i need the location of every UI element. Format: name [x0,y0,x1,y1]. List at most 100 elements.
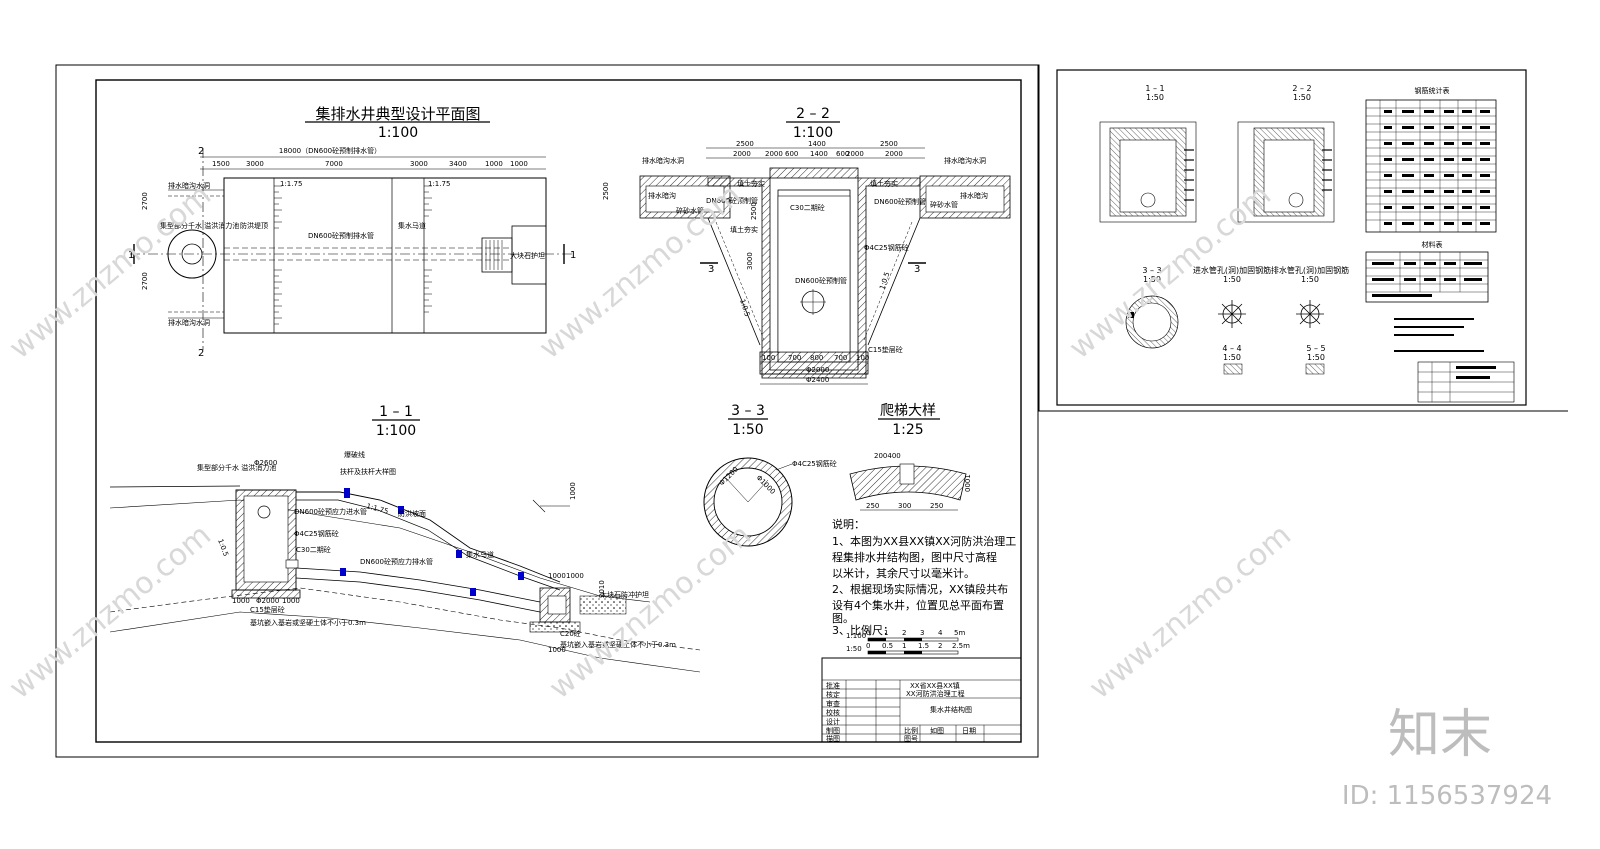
svg-text:1000: 1000 [566,572,584,580]
svg-text:0: 0 [866,629,870,637]
svg-text:Φ2000: Φ2000 [256,597,279,605]
svg-text:排水管孔(洞)加固钢筋: 排水管孔(洞)加固钢筋 [1271,265,1349,275]
svg-text:碎砂水管: 碎砂水管 [930,200,958,209]
svg-text:1:1.75: 1:1.75 [365,502,389,516]
tb-drawing: 集水井结构图 [930,705,972,714]
plan-title: 集排水井典型设计平面图 [315,105,480,123]
svg-text:2500: 2500 [750,202,758,220]
svg-text:C20砼: C20砼 [560,629,581,638]
svg-text:1400: 1400 [808,140,826,148]
tb-no-label: 图号 [904,735,918,743]
svg-text:填土夯实: 填土夯实 [737,179,765,188]
svg-text:250: 250 [866,502,879,510]
svg-text:4: 4 [938,629,943,637]
svg-text:2700: 2700 [141,192,149,210]
sec11-title: 1 – 1 [379,404,413,420]
svg-text:1:0.5: 1:0.5 [216,538,230,558]
svg-text:5 – 5: 5 – 5 [1306,344,1325,353]
main-sheet-inner-frame [95,79,1022,743]
svg-text:Φ2400: Φ2400 [806,376,829,384]
notes-line5: 设有4个集水井，位置见总平面布置 [832,598,1004,612]
svg-text:DN600砼预制管: DN600砼预制管 [706,196,758,205]
plan-dim-6: 1000 [510,160,528,168]
plan-dim-row: 1500 3000 7000 3000 3400 1000 1000 [212,160,528,168]
svg-text:C30二期砼: C30二期砼 [790,203,825,212]
svg-text:1.5: 1.5 [918,642,929,650]
plan-mark-1-right: 1 [570,250,576,261]
svg-text:扶杆及扶杆大样图: 扶杆及扶杆大样图 [340,467,396,476]
plan-dim-4: 3400 [449,160,467,168]
svg-text:排水暗沟: 排水暗沟 [960,191,988,200]
svg-text:0: 0 [866,642,870,650]
svg-text:Φ4C25钢筋砼: Φ4C25钢筋砼 [864,243,909,252]
notes-line3: 以米计，其余尺寸以毫米计。 [832,566,975,580]
tb-row-3: 校核 [826,708,840,717]
plan-side-label: 集型部分千水 溢洪消力池 [160,221,239,230]
svg-text:1:50: 1:50 [1223,275,1241,284]
plan-dim-3: 3000 [410,160,428,168]
notes-line1: 1、本图为XX县XX镇XX河防洪治理工 [832,534,1016,548]
svg-text:材料表: 材料表 [1422,240,1443,249]
svg-text:600: 600 [785,150,798,158]
notes-line4: 2、根据现场实际情况，XX镇段共布 [832,582,1008,596]
tb-row-4: 设计 [826,717,840,726]
plan-drain-bottom-label: 排水暗沟水洞 [168,318,210,327]
tb-scale-val: 如图 [930,726,944,735]
tb-date-label: 日期 [962,727,976,735]
svg-text:100: 100 [856,354,869,362]
svg-text:1000: 1000 [569,482,577,500]
notes-block: 说明： 1、本图为XX县XX镇XX河防洪治理工 程集排水井结构图，图中尺寸高程 … [832,517,1016,655]
svg-text:1000: 1000 [548,646,566,654]
svg-text:2: 2 [902,629,906,637]
plan-mark-2-top: 2 [198,146,204,157]
svg-text:2500: 2500 [736,140,754,148]
svg-text:3: 3 [920,629,924,637]
svg-text:1 – 1: 1 – 1 [1145,84,1164,93]
plan-dim-2: 7000 [325,160,343,168]
svg-text:600: 600 [836,150,849,158]
tb-row-2: 审查 [826,699,840,708]
svg-text:DN600砼预制管: DN600砼预制管 [795,276,847,285]
svg-text:250: 250 [930,502,943,510]
plan-dim-1: 3000 [246,160,264,168]
svg-text:1:50: 1:50 [1307,353,1325,362]
svg-text:进水管孔(洞)加固钢筋: 进水管孔(洞)加固钢筋 [1193,265,1271,275]
svg-text:200400: 200400 [874,452,901,460]
plan-scale: 1:100 [378,125,418,141]
svg-text:2: 2 [938,642,942,650]
svg-text:排水暗沟水洞: 排水暗沟水洞 [642,156,684,165]
tb-row-5: 制图 [826,726,840,735]
tb-row-1: 核定 [826,690,840,699]
svg-text:www.znzmo.com: www.znzmo.com [3,178,218,367]
svg-text:0.5: 0.5 [882,642,893,650]
plan-collector-label: 集水马道 [398,221,426,230]
svg-text:Φ4C25钢筋砼: Φ4C25钢筋砼 [792,459,837,468]
svg-text:1:50: 1:50 [1293,93,1311,102]
notes-scale-a: 1:100 [846,632,866,640]
svg-text:大块石防冲护坦: 大块石防冲护坦 [600,590,649,599]
plan-slope-left: 1:1.75 [280,180,302,188]
notes-line7-visible: 3、比例尺： [832,623,894,637]
svg-text:1000: 1000 [548,572,566,580]
notes-scale-b: 1:50 [846,645,862,653]
svg-text:3: 3 [914,264,920,275]
svg-text:2500: 2500 [880,140,898,148]
svg-text:爆破线: 爆破线 [344,450,365,459]
svg-text:排水暗沟: 排水暗沟 [648,191,676,200]
svg-text:2 – 2: 2 – 2 [1292,84,1311,93]
sec22-title: 2 – 2 [796,106,830,122]
svg-text:2000: 2000 [885,150,903,158]
svg-text:DN600砼预应力排水管: DN600砼预应力排水管 [360,557,433,566]
svg-text:钢筋统计表: 钢筋统计表 [1415,86,1450,95]
svg-text:DN600砼预应力进水管: DN600砼预应力进水管 [294,507,367,516]
svg-text:www.znzmo.com: www.znzmo.com [1083,518,1298,707]
section-1-1: 1 – 1 1:100 集型部分千水 溢洪消力池 Φ2600 爆破线 [109,404,701,673]
right-sheet-outer-frame [1037,64,1040,412]
ladder-title: 爬梯大样 [880,403,936,419]
watermarks: www.znzmo.com www.znzmo.com www.znzmo.co… [3,178,1298,707]
tb-scale-label: 比例 [904,726,918,735]
svg-text:1:50: 1:50 [1223,353,1241,362]
svg-text:排水暗沟水洞: 排水暗沟水洞 [944,156,986,165]
svg-text:C15垫层砼: C15垫层砼 [868,345,903,354]
svg-text:0001: 0001 [964,474,972,492]
